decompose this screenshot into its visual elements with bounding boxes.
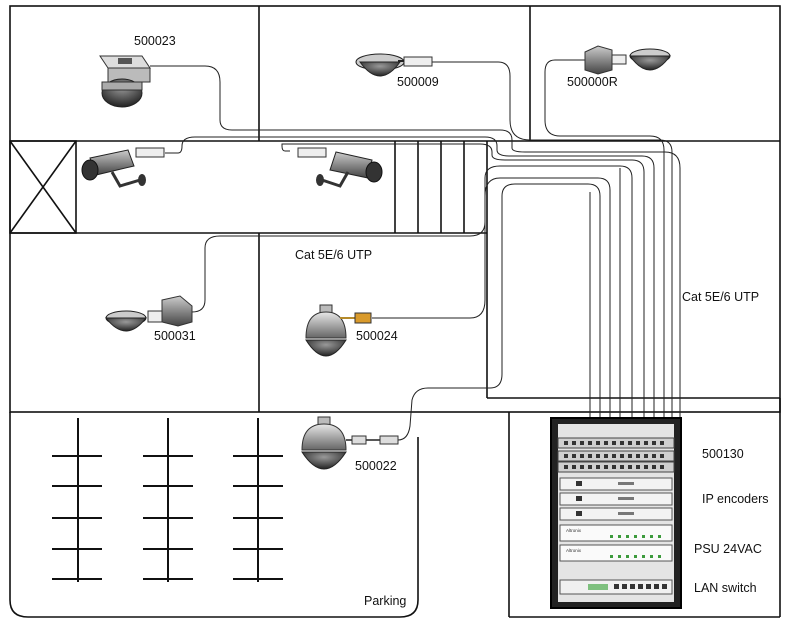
camera-label: 500023 xyxy=(134,34,176,48)
floor-plan-walls xyxy=(9,5,781,618)
cable-label: Cat 5E/6 UTP xyxy=(682,290,759,304)
parking-label: Parking xyxy=(364,594,406,608)
rack-label-switch: LAN switch xyxy=(694,581,757,595)
camera-label: 500022 xyxy=(355,459,397,473)
power-supply-icon: Altronix Altronix xyxy=(559,524,673,562)
box-camera-icon xyxy=(297,147,383,188)
dome-camera-with-adapter-icon xyxy=(104,295,193,332)
camera-label: 500009 xyxy=(397,75,439,89)
rack-label-encoders: IP encoders xyxy=(702,492,768,506)
psu-brand: Altronix xyxy=(566,528,582,533)
camera-label: 500000R xyxy=(567,75,618,89)
cable-label: Cat 5E/6 UTP xyxy=(295,248,372,262)
ip-encoder-icon xyxy=(559,477,673,521)
cable-runs xyxy=(150,59,681,441)
ptz-dome-camera-icon xyxy=(305,304,372,357)
camera-label: 500031 xyxy=(154,329,196,343)
network-switch-icon xyxy=(559,579,673,595)
ptz-dome-camera-icon xyxy=(99,55,151,108)
box-camera-icon xyxy=(81,147,165,188)
dome-camera-with-adapter-icon xyxy=(584,45,671,75)
camera-label: 500024 xyxy=(356,329,398,343)
equipment-rack: Altronix Altronix xyxy=(550,417,682,609)
rack-label-psu: PSU 24VAC xyxy=(694,542,762,556)
psu-brand: Altronix xyxy=(566,548,582,553)
rack-label-patch: 500130 xyxy=(702,447,744,461)
patch-panel-icon xyxy=(557,437,675,473)
dome-camera-icon xyxy=(355,53,433,77)
ptz-dome-camera-icon xyxy=(301,416,399,470)
parking-stalls xyxy=(52,418,283,582)
